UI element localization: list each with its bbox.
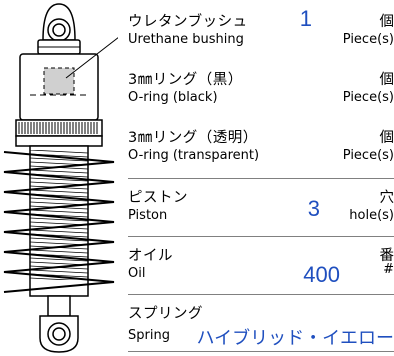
piston-unit-en: hole(s) <box>349 208 394 223</box>
oring-black-label-en: O-ring (black) <box>128 90 218 105</box>
thread-line <box>30 209 88 214</box>
thread-line <box>30 150 88 154</box>
piston-unit-jp: 穴 <box>379 190 394 206</box>
thread-line <box>30 257 88 262</box>
spec-row-spring: スプリング Spring ハイブリッド・イエロー <box>128 300 394 348</box>
oring-black-label-jp: 3㎜リング（黒） <box>128 72 243 88</box>
top-mount <box>42 3 76 42</box>
oil-unit-jp: 番 <box>379 248 394 264</box>
spec-row-oring-transparent: 3㎜リング（透明） O-ring (transparent) 個 Piece(s… <box>128 124 394 168</box>
thread-line <box>30 197 88 202</box>
thread-line <box>30 189 88 194</box>
urethane-bushing-unit-en: Piece(s) <box>342 32 394 47</box>
thread-line <box>30 237 88 242</box>
spring-value: ハイブリッド・イエロー <box>196 328 394 348</box>
divider <box>128 178 394 179</box>
thread-line <box>30 249 88 254</box>
urethane-bushing-label-en: Urethane bushing <box>128 32 244 47</box>
oring-black-unit-en: Piece(s) <box>342 90 394 105</box>
urethane-bushing-marker <box>30 37 118 96</box>
spec-row-piston: ピストン Piston 3 穴 hole(s) <box>128 184 394 228</box>
spec-row-urethane-bushing: ウレタンブッシュ Urethane bushing 1 個 Piece(s) <box>128 6 394 52</box>
urethane-bushing-unit-jp: 個 <box>379 14 394 30</box>
divider <box>128 236 394 237</box>
thread-line <box>30 177 88 182</box>
damper-illustration <box>3 3 118 353</box>
spring-collar <box>15 119 103 147</box>
spring-label-jp: スプリング <box>128 306 203 322</box>
oil-label-jp: オイル <box>128 248 173 264</box>
piston-label-en: Piston <box>128 208 168 223</box>
spring-coil-path <box>3 151 115 293</box>
thread-line <box>30 157 88 162</box>
urethane-bushing-value: 1 <box>299 6 312 31</box>
oring-black-unit-jp: 個 <box>379 72 394 88</box>
oil-label-en: Oil <box>128 266 146 281</box>
oring-transparent-unit-jp: 個 <box>379 130 394 146</box>
spring-coils <box>3 151 115 293</box>
thread-line <box>30 269 88 274</box>
oil-value: 400 <box>303 262 340 287</box>
spring-label-en: Spring <box>128 328 170 343</box>
piston-value: 3 <box>307 196 320 221</box>
oring-transparent-label-jp: 3㎜リング（透明） <box>128 130 258 146</box>
bottom-mount <box>39 295 79 353</box>
spec-row-oil: オイル Oil 400 番 # <box>128 242 394 288</box>
urethane-bushing-label-jp: ウレタンブッシュ <box>128 14 248 30</box>
oil-unit-en: # <box>383 262 394 277</box>
oring-transparent-unit-en: Piece(s) <box>342 148 394 163</box>
oring-transparent-label-en: O-ring (transparent) <box>128 148 260 163</box>
thread-line <box>30 277 77 280</box>
thread-line <box>30 229 88 234</box>
thread-line <box>30 217 88 222</box>
spec-row-oring-black: 3㎜リング（黒） O-ring (black) 個 Piece(s) <box>128 66 394 110</box>
thread-line <box>30 169 88 174</box>
divider <box>128 294 394 295</box>
piston-label-jp: ピストン <box>128 190 188 206</box>
divider <box>128 351 394 352</box>
